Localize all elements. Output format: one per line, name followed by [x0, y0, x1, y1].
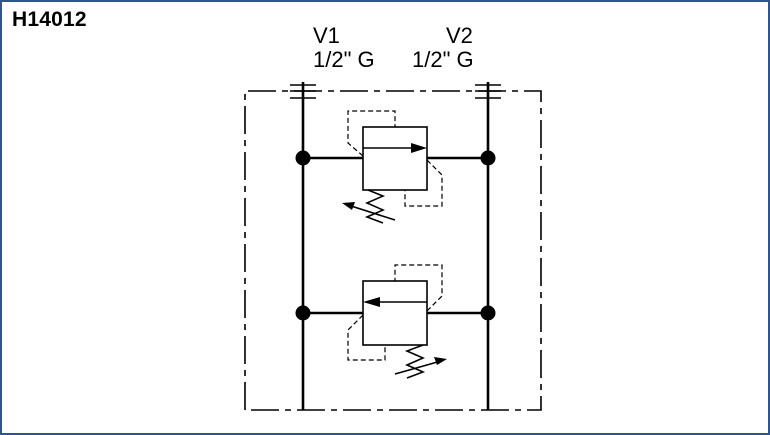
flow-arrow-left-icon: [363, 297, 380, 307]
junction-dot: [295, 305, 311, 321]
junction-dot: [480, 150, 496, 166]
enclosure-boundary: [244, 90, 542, 411]
port-v1-name: V1: [313, 23, 340, 48]
junction-dot: [295, 150, 311, 166]
adjustment-arrow-icon: [434, 357, 447, 365]
diagram-code: H14012: [12, 8, 87, 31]
port-v1-size: 1/2" G: [313, 47, 375, 72]
port-v1-label: V1 1/2" G: [313, 24, 375, 72]
adjustment-arrow-icon: [342, 202, 355, 210]
junction-dot: [480, 305, 496, 321]
port-v2-size: 1/2" G: [412, 47, 474, 72]
upper-relief-valve: [303, 110, 488, 224]
spring-icon: [404, 344, 426, 379]
port-v2-name: V2: [446, 23, 473, 48]
lower-relief-valve: [303, 264, 488, 379]
spring-icon: [364, 189, 386, 224]
flow-arrow-right-icon: [411, 143, 427, 153]
port-v2-label: V2 1/2" G: [412, 24, 474, 72]
